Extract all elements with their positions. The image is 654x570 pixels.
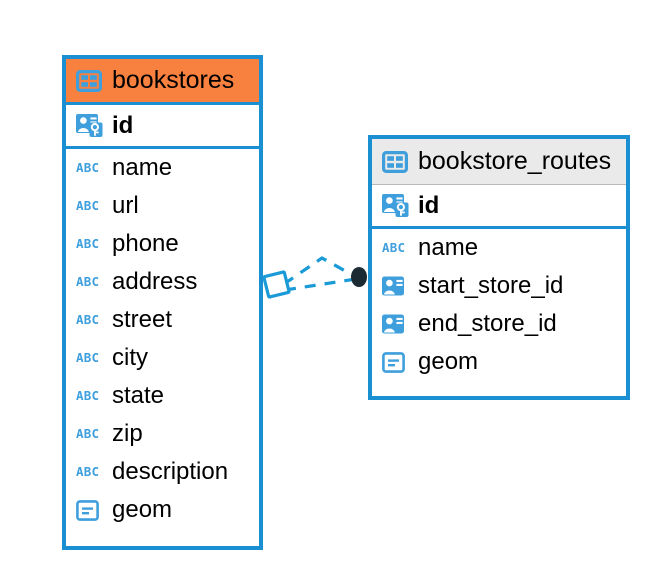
field-name: phone [112, 230, 179, 257]
field-row-primary-key[interactable]: id [372, 185, 626, 229]
field-row[interactable]: geom [66, 491, 259, 529]
svg-text:ABC: ABC [76, 426, 99, 441]
field-row[interactable]: end_store_id [372, 305, 626, 343]
field-name: street [112, 306, 173, 333]
svg-text:ABC: ABC [76, 236, 99, 251]
svg-text:ABC: ABC [76, 350, 99, 365]
field-row[interactable]: ABC street [66, 301, 259, 339]
entity-title: bookstore_routes [418, 147, 612, 175]
field-row[interactable]: ABC city [66, 339, 259, 377]
field-name: description [112, 458, 229, 485]
field-name: address [112, 268, 198, 295]
svg-text:ABC: ABC [76, 198, 99, 213]
field-name: id [112, 111, 134, 139]
field-name: start_store_id [418, 272, 564, 299]
field-name: name [112, 154, 173, 181]
table-icon [76, 69, 102, 92]
field-name: geom [418, 348, 479, 375]
field-name: name [418, 234, 479, 261]
relationship-endpoint-diamond[interactable] [262, 270, 291, 299]
field-row[interactable]: ABC address [66, 263, 259, 301]
field-name: url [112, 192, 139, 219]
geometry-type-icon [382, 350, 409, 375]
entity-table-bookstores[interactable]: bookstores id [62, 55, 263, 550]
relationship-line-start-store-id[interactable] [283, 256, 357, 286]
relationship-line-end-store-id[interactable] [284, 277, 357, 292]
text-type-icon: ABC [76, 308, 103, 333]
entity-table-bookstore-routes[interactable]: bookstore_routes id [368, 135, 630, 400]
primary-key-icon [382, 193, 409, 218]
field-name: state [112, 382, 165, 409]
table-icon [382, 150, 408, 173]
field-row[interactable]: ABC name [372, 229, 626, 267]
text-type-icon: ABC [76, 422, 103, 447]
relationship-endpoint-circle[interactable] [351, 267, 367, 287]
field-name: geom [112, 496, 173, 523]
text-type-icon: ABC [76, 270, 103, 295]
field-name: zip [112, 420, 143, 447]
field-row[interactable]: ABC zip [66, 415, 259, 453]
text-type-icon: ABC [76, 346, 103, 371]
svg-text:ABC: ABC [76, 274, 99, 289]
text-type-icon: ABC [76, 460, 103, 485]
foreign-key-icon [382, 312, 409, 337]
text-type-icon: ABC [76, 194, 103, 219]
svg-text:ABC: ABC [76, 312, 99, 327]
field-row[interactable]: geom [372, 343, 626, 381]
field-row[interactable]: ABC name [66, 149, 259, 187]
entity-title: bookstores [112, 66, 235, 94]
field-name: id [418, 191, 440, 219]
field-row[interactable]: ABC description [66, 453, 259, 491]
geometry-type-icon [76, 498, 103, 523]
field-name: end_store_id [418, 310, 557, 337]
field-row[interactable]: ABC phone [66, 225, 259, 263]
primary-key-icon [76, 113, 103, 138]
field-row-primary-key[interactable]: id [66, 105, 259, 149]
text-type-icon: ABC [382, 236, 409, 261]
text-type-icon: ABC [76, 156, 103, 181]
svg-text:ABC: ABC [76, 160, 99, 175]
svg-text:ABC: ABC [382, 240, 405, 255]
text-type-icon: ABC [76, 232, 103, 257]
field-row[interactable]: ABC url [66, 187, 259, 225]
svg-text:ABC: ABC [76, 388, 99, 403]
entity-header-bookstore-routes[interactable]: bookstore_routes [372, 139, 626, 185]
field-row[interactable]: start_store_id [372, 267, 626, 305]
text-type-icon: ABC [76, 384, 103, 409]
entity-header-bookstores[interactable]: bookstores [66, 59, 259, 105]
svg-text:ABC: ABC [76, 464, 99, 479]
foreign-key-icon [382, 274, 409, 299]
field-name: city [112, 344, 148, 371]
field-row[interactable]: ABC state [66, 377, 259, 415]
